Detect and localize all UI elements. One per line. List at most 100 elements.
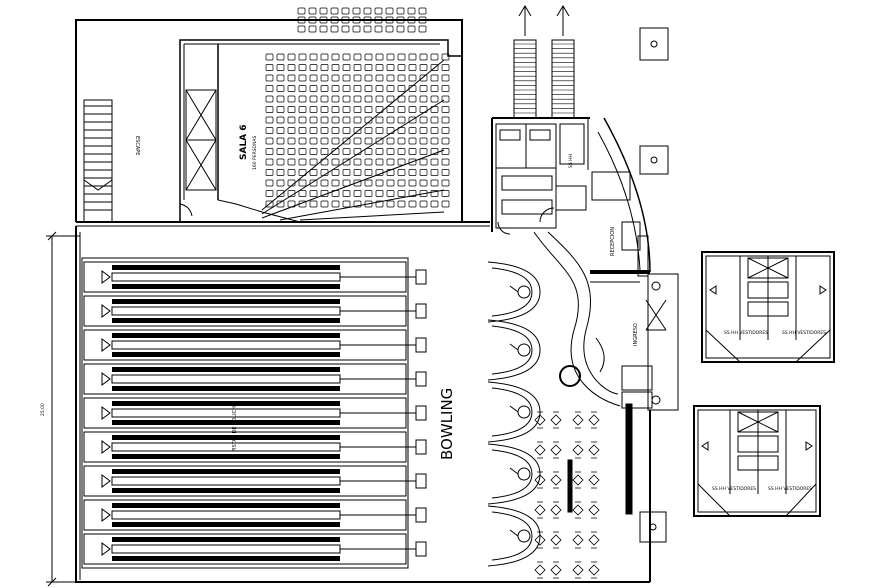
seat bbox=[441, 116, 450, 124]
seat bbox=[375, 116, 384, 124]
seat bbox=[386, 64, 395, 71]
seat bbox=[265, 200, 274, 208]
seat bbox=[320, 74, 329, 82]
seat bbox=[353, 190, 362, 197]
seat bbox=[430, 148, 439, 155]
seat bbox=[342, 95, 351, 103]
seat bbox=[430, 116, 439, 124]
module1-right-label: SS HH VESTIDORES bbox=[782, 330, 826, 336]
seat bbox=[265, 179, 274, 187]
bowling-lane bbox=[83, 295, 427, 327]
seat bbox=[309, 53, 318, 61]
seat bbox=[265, 85, 274, 92]
seat bbox=[331, 190, 340, 197]
seat bbox=[330, 7, 339, 15]
seat bbox=[342, 137, 351, 145]
table-set bbox=[534, 501, 562, 519]
seat bbox=[298, 106, 307, 113]
seat bbox=[309, 85, 318, 92]
seat bbox=[430, 85, 439, 92]
seat bbox=[375, 85, 384, 92]
seat bbox=[276, 148, 285, 155]
seat bbox=[265, 158, 274, 166]
cinema-hall bbox=[179, 7, 462, 223]
dimension-line bbox=[46, 231, 80, 587]
seat bbox=[298, 74, 307, 82]
seat bbox=[342, 179, 351, 187]
seat bbox=[287, 64, 296, 71]
seat bbox=[364, 64, 373, 71]
seat bbox=[408, 64, 417, 71]
table-set bbox=[534, 441, 562, 459]
seat bbox=[441, 85, 450, 92]
seat bbox=[407, 7, 416, 15]
seat bbox=[331, 95, 340, 103]
seat bbox=[320, 158, 329, 166]
seat bbox=[353, 53, 362, 61]
seat bbox=[297, 7, 306, 15]
seat bbox=[265, 137, 274, 145]
seat bbox=[298, 53, 307, 61]
seat bbox=[265, 53, 274, 61]
seat bbox=[298, 85, 307, 92]
seat bbox=[309, 116, 318, 124]
seat bbox=[408, 169, 417, 176]
seat bbox=[364, 74, 373, 82]
seat bbox=[320, 148, 329, 155]
seat bbox=[419, 74, 428, 82]
seat bbox=[320, 200, 329, 208]
reception-lobby bbox=[590, 117, 679, 411]
seat bbox=[441, 137, 450, 145]
seat bbox=[419, 200, 428, 208]
seat bbox=[353, 85, 362, 92]
seat bbox=[320, 53, 329, 61]
seat bbox=[287, 74, 296, 82]
seat bbox=[276, 106, 285, 113]
seat bbox=[419, 127, 428, 134]
seat bbox=[331, 116, 340, 124]
bowling-lanes bbox=[81, 257, 427, 569]
seat bbox=[364, 95, 373, 103]
curved-partition bbox=[533, 231, 621, 407]
seat bbox=[297, 16, 306, 24]
seat bbox=[331, 137, 340, 145]
table-set bbox=[572, 501, 600, 519]
dimension-label: 25.00 bbox=[40, 403, 46, 416]
seat bbox=[352, 7, 361, 15]
seat bbox=[364, 53, 373, 61]
seat bbox=[309, 169, 318, 176]
module2-right-label: SS HH VESTIDORES bbox=[768, 486, 812, 492]
seat bbox=[298, 190, 307, 197]
seat bbox=[265, 148, 274, 155]
seat bbox=[331, 64, 340, 71]
seat bbox=[287, 169, 296, 176]
bowling-label: BOWLING bbox=[438, 388, 456, 460]
seat bbox=[309, 127, 318, 134]
seat bbox=[342, 85, 351, 92]
seat bbox=[374, 7, 383, 15]
seat bbox=[375, 148, 384, 155]
seat bbox=[276, 158, 285, 166]
seat bbox=[287, 179, 296, 187]
seat bbox=[386, 85, 395, 92]
seat bbox=[397, 127, 406, 134]
seat bbox=[364, 116, 373, 124]
seat bbox=[341, 7, 350, 15]
seat bbox=[331, 179, 340, 187]
seat bbox=[276, 169, 285, 176]
module2-left-label: SS HH VESTIDORES bbox=[712, 486, 756, 492]
seat bbox=[342, 190, 351, 197]
seat bbox=[298, 148, 307, 155]
seat bbox=[298, 137, 307, 145]
table-set bbox=[534, 471, 562, 489]
module1-left-label: SS HH VESTIDORES bbox=[724, 330, 768, 336]
seat bbox=[396, 16, 405, 24]
seat bbox=[309, 200, 318, 208]
seat bbox=[396, 7, 405, 15]
seat bbox=[385, 25, 394, 33]
restroom-module-1 bbox=[701, 251, 835, 363]
seat bbox=[441, 74, 450, 82]
bowling-lane bbox=[83, 329, 427, 361]
seat bbox=[397, 190, 406, 197]
seat bbox=[407, 25, 416, 33]
